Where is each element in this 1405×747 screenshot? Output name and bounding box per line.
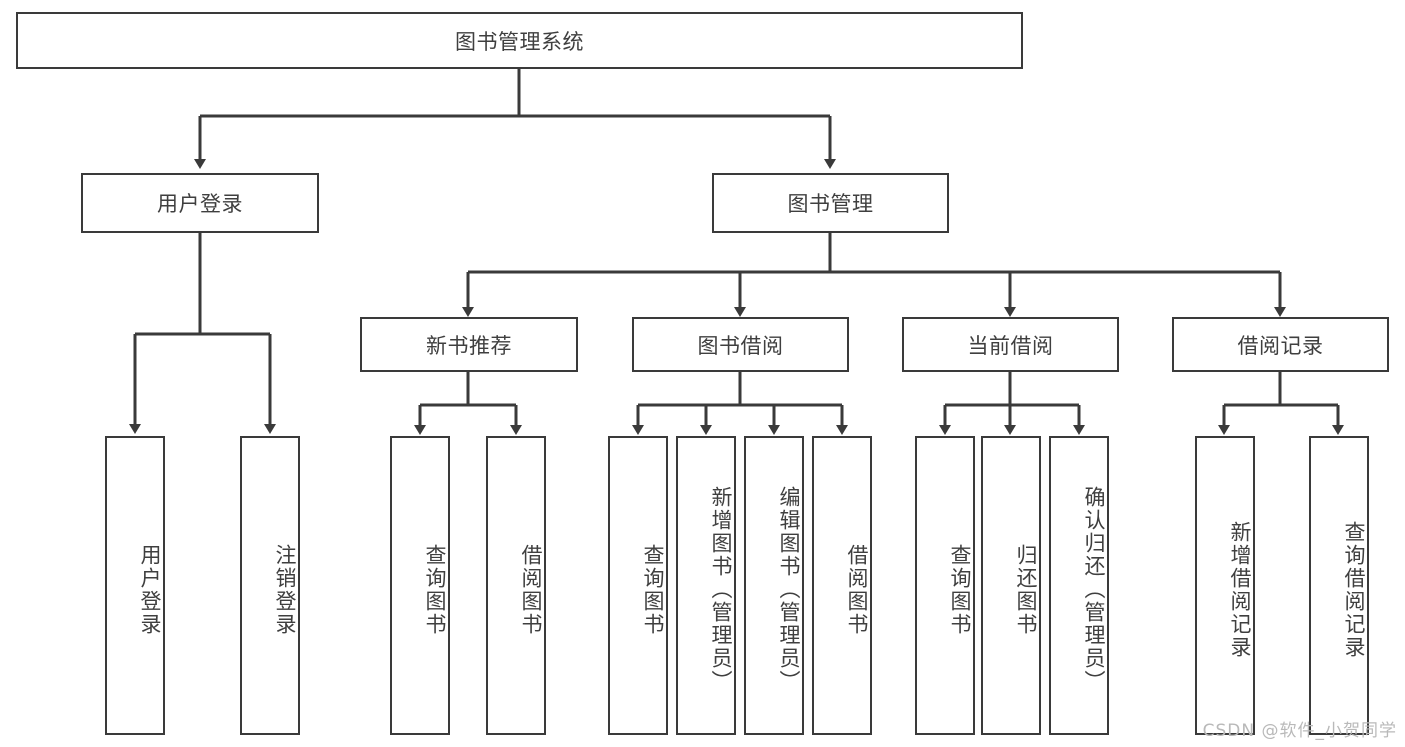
node-book-management-label: 图书管理 bbox=[787, 192, 874, 216]
leaf-user-logout[interactable]: 注销登录 bbox=[240, 436, 300, 735]
leaf-borrow-borrow-book[interactable]: 借阅图书 bbox=[812, 436, 872, 735]
node-root[interactable]: 图书管理系统 bbox=[16, 12, 1023, 69]
leaf-user-login-do[interactable]: 用户登录 bbox=[105, 436, 165, 735]
node-user-login[interactable]: 用户登录 bbox=[81, 173, 319, 233]
leaf-recommend-query-book[interactable]: 查询图书 bbox=[390, 436, 450, 735]
leaf-current-confirm-return-label: 确认归还（管理员） bbox=[1082, 486, 1106, 693]
leaf-record-add-record[interactable]: 新增借阅记录 bbox=[1195, 436, 1255, 735]
leaf-borrow-add-book-label: 新增图书（管理员） bbox=[709, 486, 733, 693]
leaf-user-logout-label: 注销登录 bbox=[273, 543, 297, 636]
node-user-login-label: 用户登录 bbox=[157, 192, 243, 216]
leaf-recommend-borrow-book-label: 借阅图书 bbox=[519, 543, 543, 636]
node-root-label: 图书管理系统 bbox=[455, 29, 584, 54]
leaf-record-query-record[interactable]: 查询借阅记录 bbox=[1309, 436, 1369, 735]
node-current-borrow-label: 当前借阅 bbox=[967, 333, 1054, 358]
leaf-current-query-book[interactable]: 查询图书 bbox=[915, 436, 975, 735]
leaf-recommend-borrow-book[interactable]: 借阅图书 bbox=[486, 436, 546, 735]
leaf-borrow-add-book[interactable]: 新增图书（管理员） bbox=[676, 436, 736, 735]
leaf-borrow-edit-book-label: 编辑图书（管理员） bbox=[777, 486, 801, 693]
node-book-borrow-label: 图书借阅 bbox=[697, 333, 784, 358]
node-current-borrow[interactable]: 当前借阅 bbox=[902, 317, 1119, 372]
node-book-borrow[interactable]: 图书借阅 bbox=[632, 317, 849, 372]
leaf-current-return-book-label: 归还图书 bbox=[1014, 543, 1038, 636]
node-new-book-recommend-label: 新书推荐 bbox=[426, 333, 512, 358]
leaf-current-return-book[interactable]: 归还图书 bbox=[981, 436, 1041, 735]
leaf-current-query-book-label: 查询图书 bbox=[948, 543, 972, 636]
node-book-management[interactable]: 图书管理 bbox=[712, 173, 949, 233]
leaf-record-add-record-label: 新增借阅记录 bbox=[1228, 520, 1252, 659]
leaf-borrow-edit-book[interactable]: 编辑图书（管理员） bbox=[744, 436, 804, 735]
node-new-book-recommend[interactable]: 新书推荐 bbox=[360, 317, 578, 372]
leaf-recommend-query-book-label: 查询图书 bbox=[423, 543, 447, 636]
leaf-borrow-query-book[interactable]: 查询图书 bbox=[608, 436, 668, 735]
node-borrow-record[interactable]: 借阅记录 bbox=[1172, 317, 1389, 372]
node-borrow-record-label: 借阅记录 bbox=[1237, 333, 1324, 358]
leaf-borrow-borrow-book-label: 借阅图书 bbox=[845, 543, 869, 636]
leaf-record-query-record-label: 查询借阅记录 bbox=[1342, 520, 1366, 659]
leaf-borrow-query-book-label: 查询图书 bbox=[641, 543, 665, 636]
leaf-user-login-do-label: 用户登录 bbox=[138, 543, 162, 636]
leaf-current-confirm-return[interactable]: 确认归还（管理员） bbox=[1049, 436, 1109, 735]
